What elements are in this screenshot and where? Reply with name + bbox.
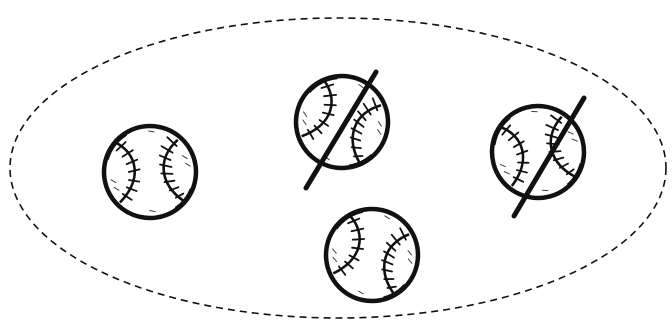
baseball-icon xyxy=(98,120,202,224)
baseball-icon xyxy=(284,64,400,188)
baseball-group xyxy=(98,64,594,310)
baseball-icon xyxy=(482,96,595,216)
baseball-icon xyxy=(317,200,426,309)
